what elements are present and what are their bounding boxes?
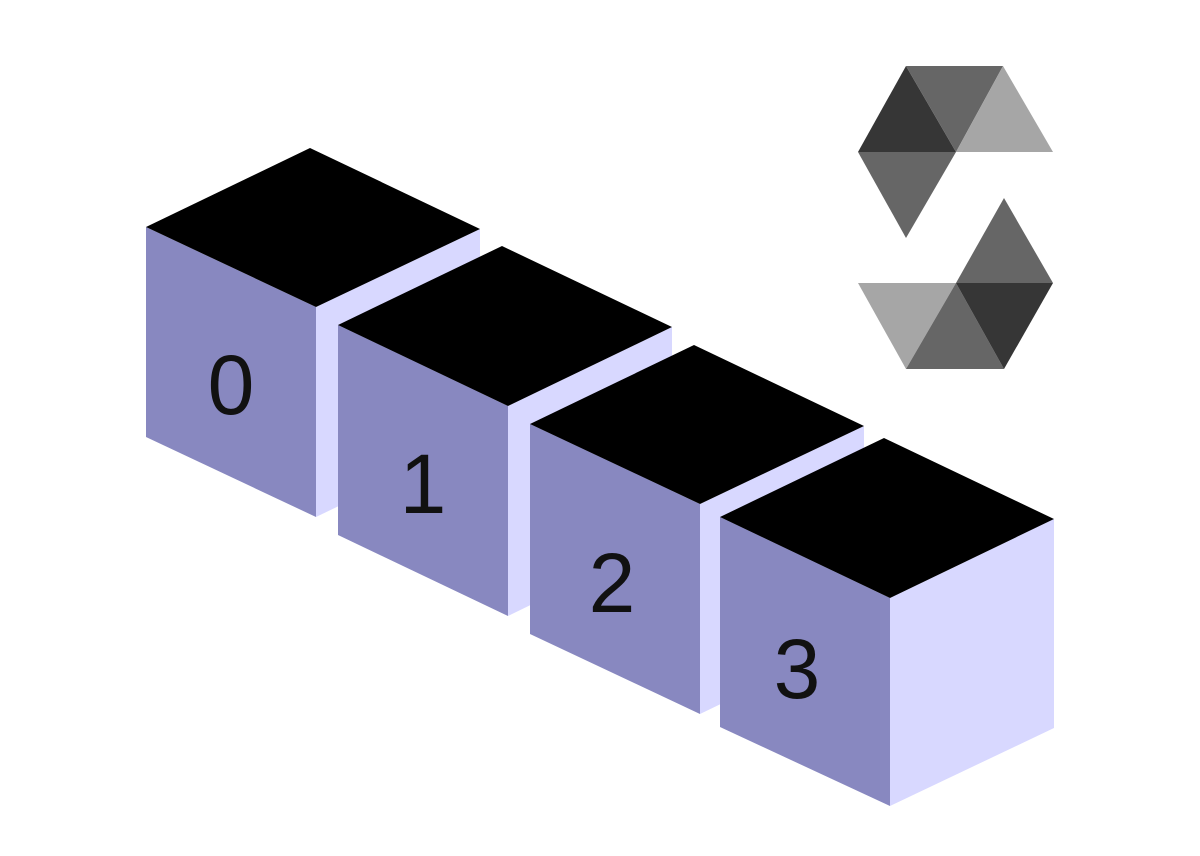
cube-3-label: 3 — [774, 622, 821, 716]
cube-2-label: 2 — [589, 536, 636, 630]
cube-3-front-face — [720, 517, 890, 806]
cube-3-side-face — [890, 519, 1054, 806]
logo-lower-top-facet — [956, 198, 1053, 283]
logo-upper-bottom-facet — [858, 152, 956, 238]
cube-2-top-face — [530, 345, 864, 504]
cube-0-top-face — [146, 148, 480, 307]
cube-3: 3 — [720, 438, 1054, 806]
logo-upper-right-facet — [956, 66, 1053, 152]
logo-lower-right-facet — [956, 283, 1053, 369]
logo-lower-left-facet — [858, 283, 956, 369]
logo-upper-center-facet — [906, 66, 1003, 152]
cube-1-label: 1 — [400, 437, 447, 531]
logo-lower-center-facet — [906, 283, 1004, 369]
solidity-logo-icon — [858, 66, 1053, 369]
cube-1-front-face — [338, 325, 508, 616]
cube-2-front-face — [530, 424, 700, 714]
cube-0-front-face — [146, 227, 316, 517]
cube-3-top-face — [720, 438, 1054, 598]
cube-0-label: 0 — [208, 338, 255, 432]
cube-1-top-face — [338, 246, 672, 406]
logo-upper-left-facet — [858, 66, 956, 152]
